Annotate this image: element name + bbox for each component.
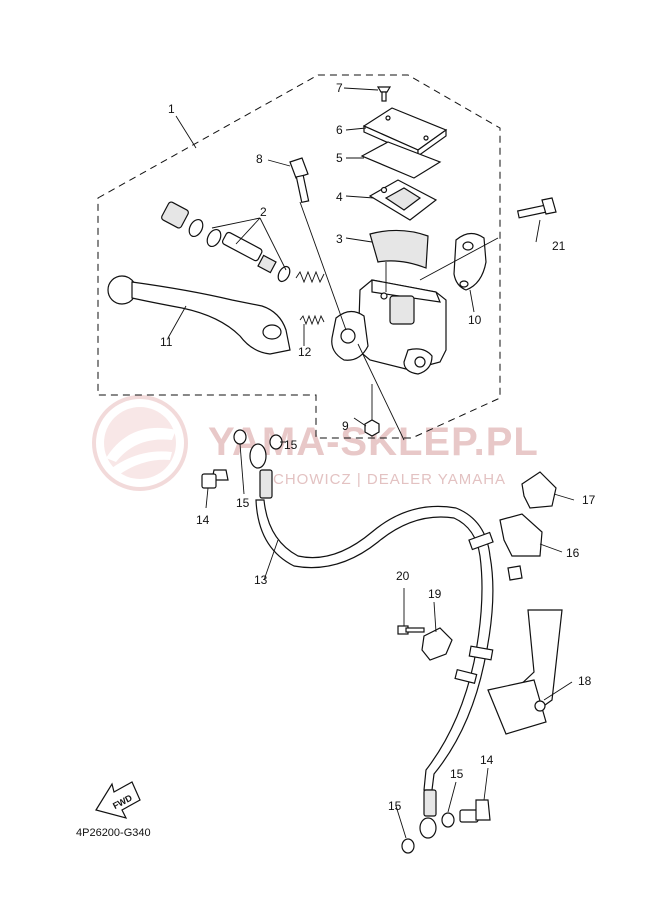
brake-hose [255, 499, 494, 791]
callout-15-a: 15 [236, 496, 250, 510]
callout-15-d: 15 [388, 799, 402, 813]
holder-screw [397, 625, 425, 635]
hose-bracket [487, 609, 563, 735]
fwd-arrow-icon [95, 781, 141, 819]
callout-9: 9 [342, 419, 349, 433]
reservoir-screw [376, 86, 392, 102]
watermark-subtitle: SCHOWICZ | DEALER YAMAHA [262, 471, 506, 488]
callout-16: 16 [566, 546, 580, 560]
brake-hose-lower-fitting [401, 789, 491, 854]
lever-pivot-bolt [289, 157, 310, 204]
callout-15-b: 15 [284, 438, 298, 452]
callout-19: 19 [428, 587, 442, 601]
forward-direction-indicator: FWD [95, 781, 141, 819]
diaphragm [368, 179, 438, 221]
master-cylinder-holder [453, 232, 487, 291]
callout-4: 4 [336, 190, 343, 204]
callout-5: 5 [336, 151, 343, 165]
callout-6: 6 [336, 123, 343, 137]
callout-18: 18 [578, 674, 592, 688]
callout-7: 7 [336, 81, 343, 95]
callout-10: 10 [468, 313, 482, 327]
master-cylinder-body [331, 279, 447, 375]
callout-13: 13 [254, 573, 268, 587]
callout-11: 11 [160, 335, 173, 349]
callout-17: 17 [582, 493, 596, 507]
callout-14-upper: 14 [196, 513, 210, 527]
callout-1: 1 [168, 102, 175, 116]
lever-spring [299, 314, 325, 326]
guide-bolt [507, 565, 523, 581]
holder-bolt [516, 197, 557, 219]
callout-3: 3 [336, 232, 343, 246]
callout-12: 12 [298, 345, 312, 359]
hose-sleeves [454, 531, 494, 684]
hose-guide [499, 513, 543, 557]
assembly-boundary [97, 74, 501, 439]
callout-20: 20 [396, 569, 410, 583]
brake-lever [107, 275, 291, 355]
diagram-part-code: 4P26200-G340 [76, 827, 151, 839]
diaphragm-plate [360, 141, 442, 179]
lever-nut [364, 419, 380, 437]
callout-21: 21 [552, 239, 566, 253]
callout-2: 2 [260, 205, 267, 219]
hose-holder [421, 627, 453, 661]
master-cylinder-kit [161, 201, 325, 284]
hose-clamp-upper [521, 471, 557, 509]
callout-leaders [167, 87, 575, 839]
callout-labels: 1 2 3 4 5 6 7 8 9 10 11 12 13 14 14 15 1… [160, 81, 596, 813]
callout-8: 8 [256, 152, 263, 166]
brake-hose-upper-fitting [201, 429, 283, 499]
protector [369, 229, 429, 269]
callout-14-lower: 14 [480, 753, 494, 767]
callout-15-c: 15 [450, 767, 464, 781]
watermark-logo [92, 395, 188, 491]
